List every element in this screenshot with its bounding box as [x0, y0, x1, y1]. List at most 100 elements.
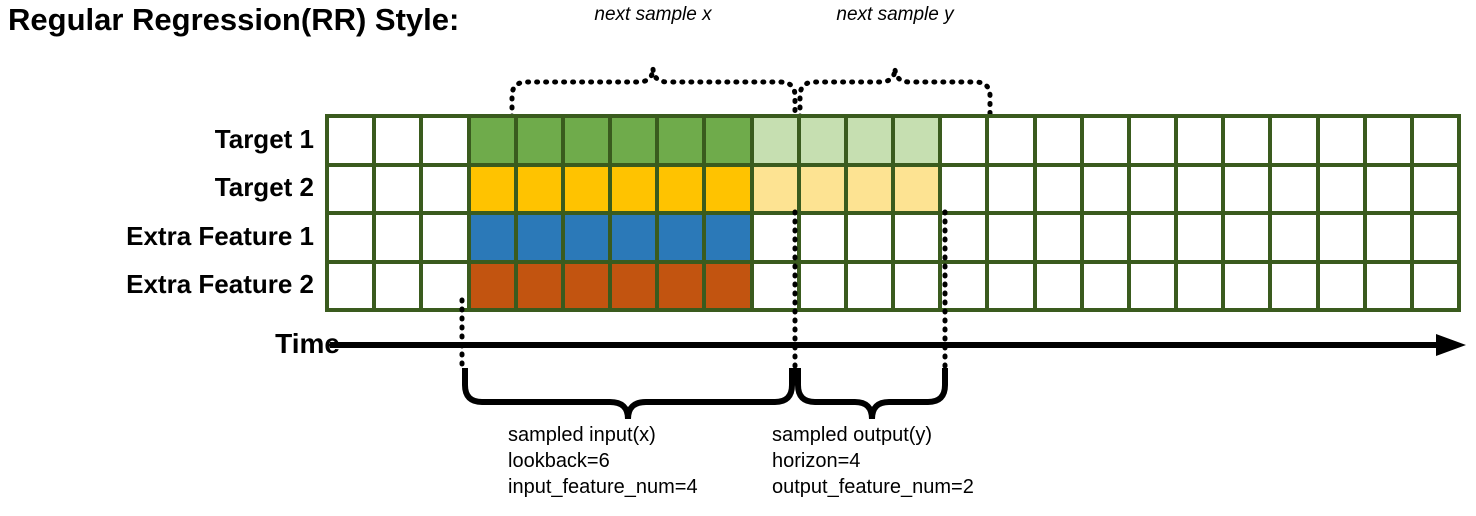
grid-cell-r0-c17	[1130, 118, 1174, 163]
grid-cell-r0-c18	[1178, 118, 1222, 163]
grid-cell-r2-c14	[989, 215, 1033, 260]
grid-cell-r0-c7	[659, 118, 703, 163]
grid-cell-r3-c8	[706, 263, 750, 308]
grid-cell-r1-c2	[423, 166, 467, 211]
time-axis-arrow	[330, 334, 1466, 356]
brace-next-sample-y	[797, 67, 993, 120]
grid-cell-r3-c15	[1036, 263, 1080, 308]
grid-cell-r0-c3	[470, 118, 514, 163]
grid-cell-r3-c17	[1130, 263, 1174, 308]
grid-cell-r0-c8	[706, 118, 750, 163]
grid-cell-r3-c21	[1319, 263, 1363, 308]
grid-cell-r2-c5	[564, 215, 608, 260]
grid-cell-r3-c0	[329, 263, 373, 308]
grid-cell-r3-c6	[612, 263, 656, 308]
grid-cell-r3-c23	[1413, 263, 1457, 308]
grid-cell-r3-c4	[517, 263, 561, 308]
axis-label-time: Time	[275, 328, 340, 359]
grid-cell-r2-c16	[1083, 215, 1127, 260]
page-title: Regular Regression(RR) Style:	[8, 2, 460, 37]
grid-cell-r1-c12	[895, 166, 939, 211]
caption-input-line-1: sampled input(x)	[508, 424, 656, 446]
grid-cell-r3-c22	[1366, 263, 1410, 308]
grid-cell-r2-c7	[659, 215, 703, 260]
caption-sampled-output: sampled output(y) horizon=4 output_featu…	[772, 422, 974, 500]
annotation-next-sample-y: next sample y	[836, 4, 954, 25]
grid-cell-r2-c9	[753, 215, 797, 260]
grid-cell-r3-c2	[423, 263, 467, 308]
row-label-target-1: Target 1	[214, 124, 314, 154]
grid-cell-r2-c1	[376, 215, 420, 260]
grid-cell-r1-c0	[329, 166, 373, 211]
grid-cell-r3-c3	[470, 263, 514, 308]
grid-cell-r3-c7	[659, 263, 703, 308]
grid-cell-r1-c6	[612, 166, 656, 211]
caption-sampled-input: sampled input(x) lookback=6 input_featur…	[508, 422, 698, 500]
caption-input-line-3: input_feature_num=4	[508, 476, 698, 498]
grid-cell-r0-c5	[564, 118, 608, 163]
row-label-target-2: Target 2	[214, 172, 314, 202]
grid-cell-r0-c12	[895, 118, 939, 163]
grid-cell-r3-c13	[942, 263, 986, 308]
grid-cell-r1-c15	[1036, 166, 1080, 211]
grid-cell-r1-c14	[989, 166, 1033, 211]
grid-cell-r2-c23	[1413, 215, 1457, 260]
grid-cell-r2-c19	[1225, 215, 1269, 260]
grid-cell-r2-c13	[942, 215, 986, 260]
grid-cell-r0-c15	[1036, 118, 1080, 163]
grid-cell-r1-c11	[847, 166, 891, 211]
grid-cell-r1-c8	[706, 166, 750, 211]
grid-cell-r0-c21	[1319, 118, 1363, 163]
grid-cell-r3-c20	[1272, 263, 1316, 308]
grid-cell-r3-c18	[1178, 263, 1222, 308]
row-label-extra-feature-1: Extra Feature 1	[126, 221, 314, 251]
annotation-next-sample-x: next sample x	[594, 4, 712, 25]
caption-output-line-3: output_feature_num=2	[772, 476, 974, 498]
grid-cell-r1-c20	[1272, 166, 1316, 211]
grid-cell-r0-c1	[376, 118, 420, 163]
grid-cell-r3-c14	[989, 263, 1033, 308]
grid-cell-r0-c11	[847, 118, 891, 163]
grid-cell-r1-c7	[659, 166, 703, 211]
grid-cell-r2-c3	[470, 215, 514, 260]
grid-cell-r2-c12	[895, 215, 939, 260]
grid-cell-r3-c19	[1225, 263, 1269, 308]
grid-cell-r1-c21	[1319, 166, 1363, 211]
grid-cell-r3-c12	[895, 263, 939, 308]
grid-cell-r1-c5	[564, 166, 608, 211]
grid-cell-r1-c17	[1130, 166, 1174, 211]
grid-cell-r0-c0	[329, 118, 373, 163]
grid-cell-r2-c15	[1036, 215, 1080, 260]
grid-cell-r2-c6	[612, 215, 656, 260]
grid-cell-r1-c4	[517, 166, 561, 211]
brace-next-sample-x	[509, 67, 798, 120]
timeline-grid	[325, 114, 1461, 312]
grid-cell-r1-c10	[800, 166, 844, 211]
caption-input-line-2: lookback=6	[508, 450, 610, 472]
brace-sampled-output	[795, 368, 948, 420]
grid-cell-r3-c16	[1083, 263, 1127, 308]
grid-cell-r2-c0	[329, 215, 373, 260]
grid-cell-r0-c2	[423, 118, 467, 163]
row-label-extra-feature-2: Extra Feature 2	[126, 269, 314, 299]
grid-cell-r1-c9	[753, 166, 797, 211]
grid-cell-r1-c1	[376, 166, 420, 211]
grid-cell-r3-c10	[800, 263, 844, 308]
grid-cell-r1-c18	[1178, 166, 1222, 211]
grid-cell-r2-c22	[1366, 215, 1410, 260]
grid-cell-r2-c20	[1272, 215, 1316, 260]
grid-cell-r0-c6	[612, 118, 656, 163]
grid-cell-r2-c10	[800, 215, 844, 260]
grid-cell-r0-c13	[942, 118, 986, 163]
grid-cell-r2-c8	[706, 215, 750, 260]
grid-cell-r2-c21	[1319, 215, 1363, 260]
caption-output-line-2: horizon=4	[772, 450, 861, 472]
grid-cell-r1-c22	[1366, 166, 1410, 211]
grid-cell-r0-c16	[1083, 118, 1127, 163]
grid-cell-r1-c23	[1413, 166, 1457, 211]
grid-cell-r1-c13	[942, 166, 986, 211]
grid-cell-r2-c4	[517, 215, 561, 260]
grid-cell-r0-c22	[1366, 118, 1410, 163]
grid-cell-r0-c19	[1225, 118, 1269, 163]
grid-cell-r0-c4	[517, 118, 561, 163]
